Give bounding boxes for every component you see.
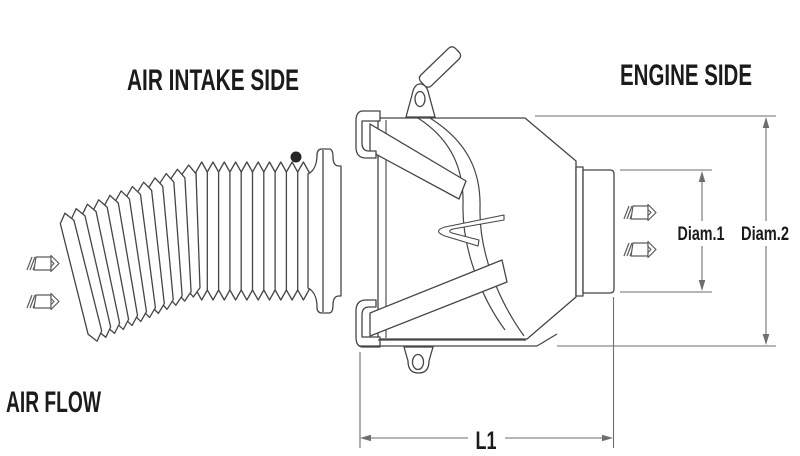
bottom-mounting-tab [403, 346, 434, 374]
label-air-intake-side: AIR INTAKE SIDE [127, 64, 299, 97]
flow-arrow-icon [623, 240, 657, 259]
label-air-flow: AIR FLOW [6, 386, 101, 419]
dimension-l1 [359, 297, 615, 448]
top-mounting-bracket [405, 83, 436, 118]
hose-bent-section [57, 164, 201, 344]
dimension-annotations [359, 115, 776, 448]
inlet-flange-top [355, 110, 381, 159]
clamp-strap-top [369, 123, 467, 200]
label-l1: L1 [476, 427, 497, 455]
hose-straight-section [195, 161, 310, 301]
corrugated-hose [57, 148, 342, 344]
filter-housing [355, 46, 615, 374]
flow-arrow-icon [623, 203, 657, 222]
dimension-diam2 [535, 115, 776, 347]
hose-end-cuff [307, 148, 342, 314]
trademark-dot-marker [290, 151, 302, 163]
label-engine-side: ENGINE SIDE [620, 59, 752, 92]
clip-dart [437, 214, 505, 247]
filter-cone-curves [417, 117, 525, 337]
flow-arrow-icon [26, 292, 60, 311]
bottom-tab-hole [411, 353, 425, 371]
dimension-diam1 [620, 169, 712, 293]
outlet-tube [575, 166, 615, 297]
flow-arrow-icon [26, 254, 60, 273]
top-bracket-hole [414, 90, 426, 108]
clamp-strap-bottom [369, 259, 508, 337]
top-lever-tab [418, 46, 462, 88]
bottom-flange [360, 333, 558, 347]
inlet-flange-bottom [355, 299, 381, 348]
label-diam2: Diam.2 [741, 224, 789, 245]
label-diam1: Diam.1 [678, 224, 725, 245]
